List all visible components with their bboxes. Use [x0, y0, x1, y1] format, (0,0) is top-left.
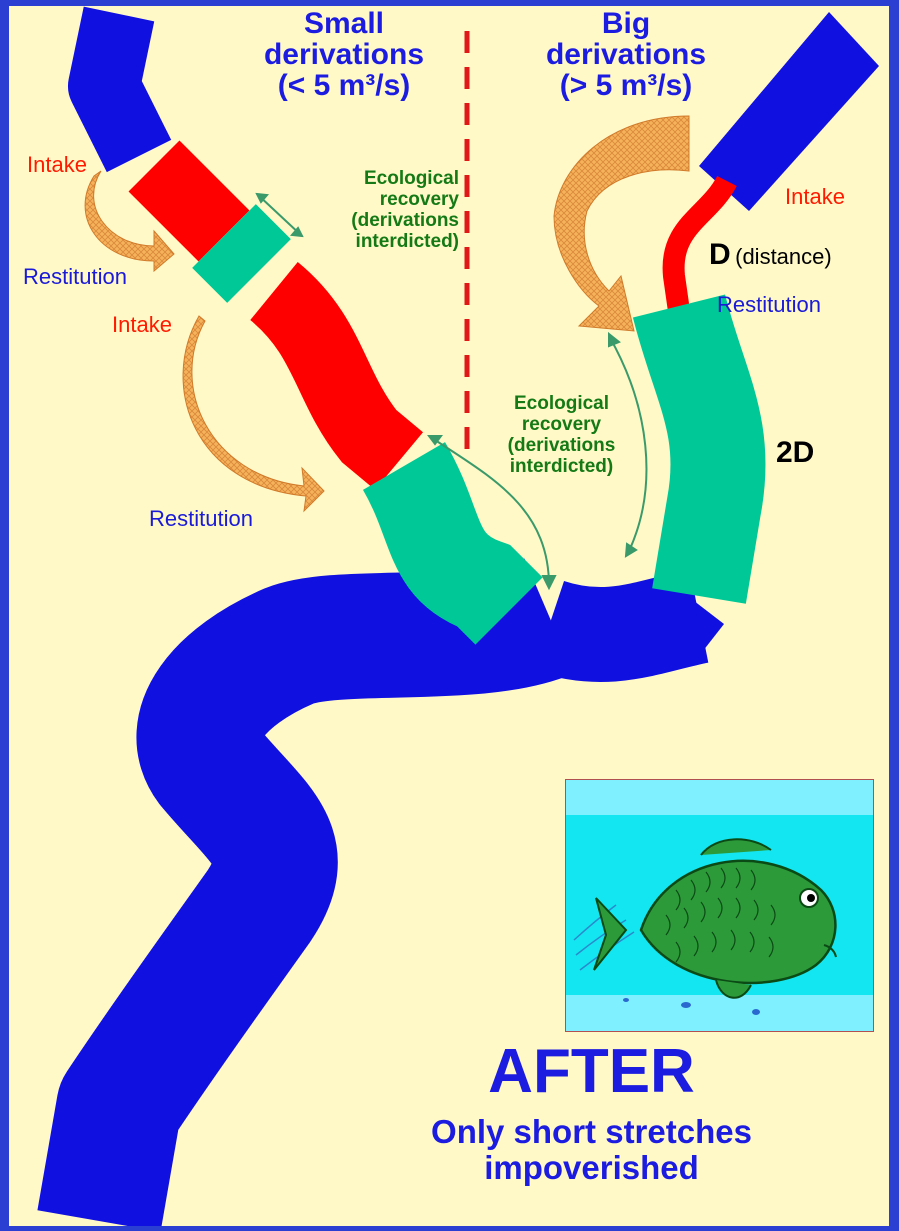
eco-recovery-label-left: Ecological recovery (derivations interdi… [314, 168, 459, 252]
distance-text: (distance) [735, 244, 832, 269]
intake-label-right: Intake [785, 184, 845, 210]
left-derived-stretch-2 [274, 291, 399, 461]
intake-label-2: Intake [112, 312, 172, 338]
restitution-label-2: Restitution [149, 506, 253, 532]
header-big-line3: (> 5 m³/s) [526, 70, 726, 101]
left-recovery-stretch-2 [404, 466, 509, 611]
restitution-label-right: Restitution [717, 292, 821, 318]
eco-right-line1: Ecological [484, 393, 639, 414]
header-small-line2: derivations [244, 39, 444, 70]
eco-left-line2: recovery [314, 189, 459, 210]
intake-label-1: Intake [27, 152, 87, 178]
diagram-panel: Small derivations (< 5 m³/s) Big derivat… [9, 6, 889, 1226]
header-big-line2: derivations [526, 39, 726, 70]
right-recovery-stretch [679, 306, 718, 596]
after-subtitle-line2: impoverished [339, 1150, 844, 1186]
header-small-line3: (< 5 m³/s) [244, 70, 444, 101]
header-small-derivations: Small derivations (< 5 m³/s) [244, 8, 444, 101]
header-big-line1: Big [526, 8, 726, 39]
fish-icon [566, 780, 873, 1031]
eco-recovery-label-right: Ecological recovery (derivations interdi… [484, 393, 639, 477]
eco-right-line4: interdicted) [484, 456, 639, 477]
after-subtitle: Only short stretches impoverished [339, 1114, 844, 1186]
after-title: AFTER [404, 1036, 779, 1107]
eco-right-line3: (derivations [484, 435, 639, 456]
eco-left-line1: Ecological [314, 168, 459, 189]
header-small-line1: Small [244, 8, 444, 39]
after-subtitle-line1: Only short stretches [339, 1114, 844, 1150]
fish-illustration [565, 779, 874, 1032]
eco-left-line4: interdicted) [314, 231, 459, 252]
eco-right-line2: recovery [484, 414, 639, 435]
distance-letter: D [709, 238, 731, 271]
left-derived-stretch-1 [154, 166, 224, 236]
distance-label: D (distance) [709, 238, 832, 272]
header-big-derivations: Big derivations (> 5 m³/s) [526, 8, 726, 101]
eco-left-line3: (derivations [314, 210, 459, 231]
two-d-label: 2D [776, 436, 814, 470]
left-river-top [104, 14, 139, 156]
left-recovery-stretch-1 [224, 236, 259, 271]
restitution-label-1: Restitution [23, 264, 127, 290]
